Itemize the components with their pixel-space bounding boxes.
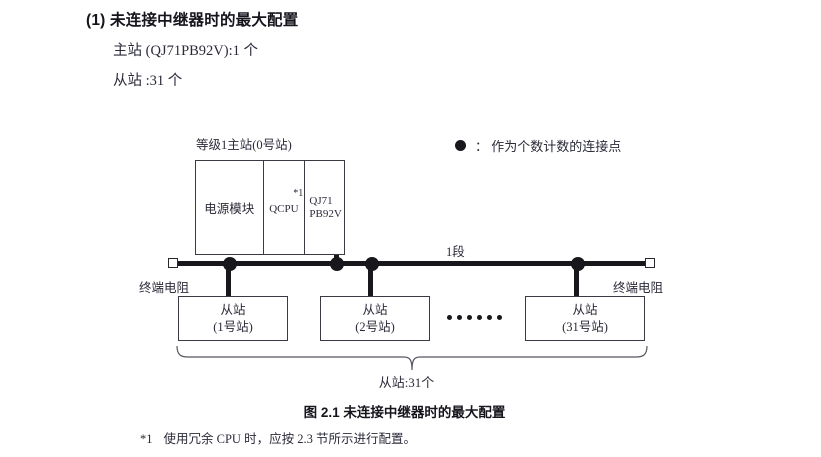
slave-count-brace (176, 345, 648, 371)
network-module-label-line2: PB92V (309, 207, 342, 220)
slave-station-number: (31号站) (562, 319, 608, 334)
slave-drop-line (574, 265, 579, 296)
slave-station-number: (2号站) (355, 319, 395, 334)
footnote-label: *1 (140, 432, 153, 446)
spec-master-station: 主站 (QJ71PB92V):1 个 (113, 43, 259, 59)
footnote: *1 使用冗余 CPU 时，应按 2.3 节所示进行配置。 (140, 428, 416, 447)
slave-count-text: 从站:31个 (378, 375, 435, 390)
ellipsis-dot (477, 315, 482, 320)
heading-block: (1) 未连接中继器时的最大配置 主站 (QJ71PB92V):1 个 从站 :… (86, 8, 298, 90)
legend-label: ： 作为个数计数的连接点 (475, 139, 622, 154)
footnote-reference-mark: *1 (293, 188, 304, 199)
slave-station-name: 从站 (220, 302, 246, 317)
network-module-label-line1: QJ71 (309, 194, 333, 207)
spec-slave-station: 从站 :31 个 (113, 73, 183, 89)
page-title: (1) 未连接中继器时的最大配置 (86, 12, 299, 29)
slave-drop-line (368, 265, 373, 296)
slave-station-name: 从站 (572, 302, 598, 317)
master-station-label: 等级1主站(0号站) (196, 138, 292, 152)
footnote-text: 使用冗余 CPU 时，应按 2.3 节所示进行配置。 (163, 432, 416, 446)
slave-count-label: 从站:31个 (0, 372, 821, 391)
ellipsis-dot (467, 315, 472, 320)
segment-label: 1段 (446, 245, 465, 259)
slave-drop-line (226, 265, 231, 296)
slave-station-box: 从站 (31号站) (525, 296, 645, 341)
power-supply-module-cell: 电源模块 (196, 161, 264, 254)
legend: ： 作为个数计数的连接点 (455, 136, 621, 155)
qcpu-module-cell: QCPU *1 (264, 161, 306, 254)
filled-circle-icon (455, 140, 466, 151)
ellipsis-dot (497, 315, 502, 320)
terminating-resistor-left (168, 258, 178, 268)
ellipsis-dot (447, 315, 452, 320)
terminating-resistor-right-label: 终端电阻 (613, 281, 664, 295)
terminating-resistor-left-label: 终端电阻 (139, 281, 190, 295)
slave-station-number: (1号站) (213, 319, 253, 334)
ellipsis-dots (447, 315, 502, 320)
slave-station-box: 从站 (1号站) (178, 296, 288, 341)
qcpu-module-label: QCPU (269, 203, 299, 215)
slave-station-box: 从站 (2号站) (320, 296, 430, 341)
figure-caption-text: 图 2.1 未连接中继器时的最大配置 (303, 405, 506, 420)
ellipsis-dot (457, 315, 462, 320)
bus-trunk-line (176, 261, 650, 266)
slave-station-name: 从站 (362, 302, 388, 317)
bus-connection-dot (330, 257, 344, 271)
terminating-resistor-right (645, 258, 655, 268)
brace-shape (176, 345, 648, 371)
power-supply-module-label: 电源模块 (204, 202, 255, 216)
ellipsis-dot (487, 315, 492, 320)
figure-caption: 图 2.1 未连接中继器时的最大配置 (0, 401, 821, 421)
